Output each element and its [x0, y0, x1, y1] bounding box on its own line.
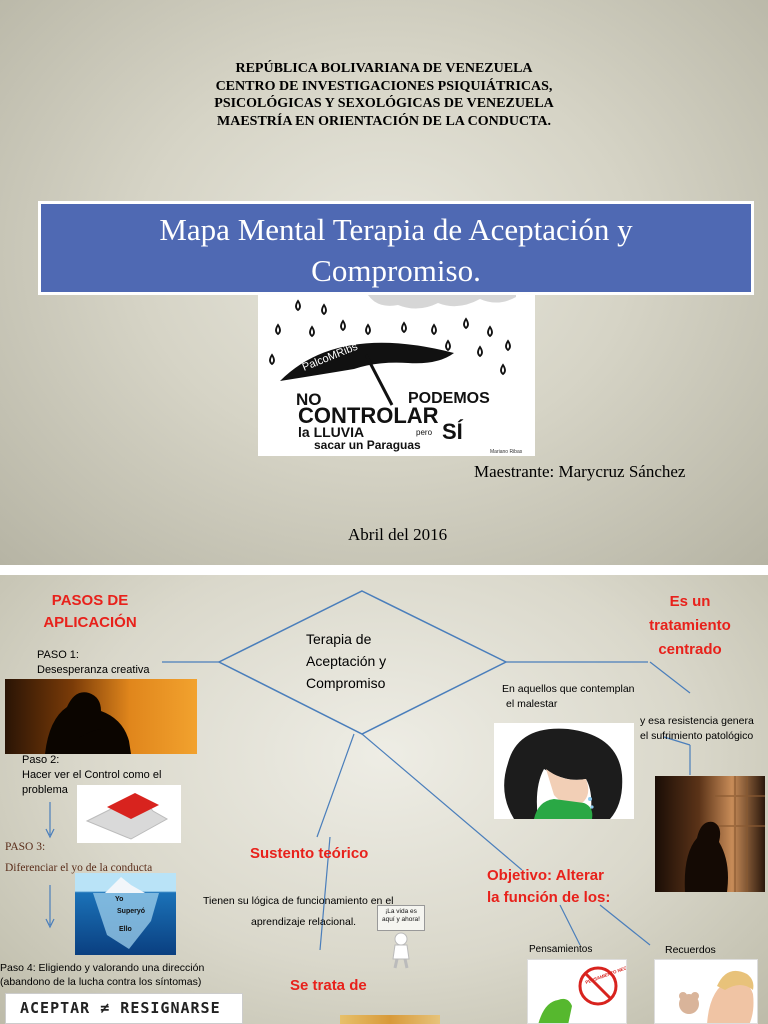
centrado-heading-line: tratamiento: [649, 617, 731, 634]
objetivo-line: Objetivo: Alterar: [487, 867, 604, 884]
centrado-heading-line: Es un: [669, 593, 711, 610]
paso-2-desc: Hacer ver el Control como el: [22, 769, 162, 781]
despair-image: [5, 679, 197, 754]
paso-4-text: Paso 4: Eligiendo y valorando una direcc…: [0, 961, 204, 989]
paso-4-desc: (abandono de la lucha contra los síntoma…: [0, 976, 202, 988]
logica-line: aprendizaje relacional.: [251, 916, 357, 928]
paso-3-text: PASO 3: Diferenciar el yo de la conducta: [5, 837, 152, 879]
header-line: CENTRO DE INVESTIGACIONES PSIQUIÁTRICAS,: [215, 78, 553, 94]
author-line: Maestrante: Marycruz Sánchez: [474, 462, 686, 481]
se-trata-image: [340, 1015, 440, 1024]
pasos-heading: PASOS DE APLICACIÓN: [30, 590, 150, 634]
objetivo-line: la función de los:: [487, 889, 611, 906]
iceberg-label: Superyó: [117, 908, 145, 915]
iceberg-label: Yo: [115, 896, 123, 903]
central-node: Terapia de Aceptación y Compromiso: [306, 628, 436, 694]
header-line: MAESTRÍA EN ORIENTACIÓN DE LA CONDUCTA.: [217, 113, 551, 129]
centrado-heading: Es un tratamiento centrado: [618, 590, 762, 662]
se-trata-heading: Se trata de: [290, 977, 367, 994]
iceberg-label: Ello: [119, 926, 132, 933]
central-node-line: Terapia de: [306, 631, 372, 647]
title-line: Mapa Mental Terapia de Aceptación y: [159, 212, 633, 247]
logica-text: Tienen su lógica de funcionamiento en el…: [203, 891, 394, 933]
sad-person-image: [655, 776, 765, 892]
title-slide: REPÚBLICA BOLIVARIANA DE VENEZUELA CENTR…: [0, 0, 768, 565]
quote-word: la LLUVIA: [298, 424, 364, 440]
paso-1-desc: Desesperanza creativa: [37, 664, 150, 676]
centrado-heading-line: centrado: [658, 641, 722, 658]
sustento-heading: Sustento teórico: [250, 845, 369, 862]
pensamiento-negativo-image: PENSAMIENTO NEGATIVO: [527, 959, 627, 1024]
paso-2-text: Paso 2: Hacer ver el Control como el pro…: [22, 753, 161, 798]
recuerdos-label: Recuerdos: [665, 944, 716, 956]
sign-holder-image: ¡La vida es aquí y ahora!: [375, 905, 427, 969]
paso-2-label: Paso 2:: [22, 754, 60, 766]
aquellos-text: En aquellos que contemplan el malestar: [502, 682, 635, 712]
aceptar-banner: ACEPTAR ≠ RESIGNARSE: [5, 993, 243, 1024]
recuerdos-image: [654, 959, 758, 1024]
umbrella-illustration: PalcoMRibs NO PODEMOS CONTROLAR la LLUVI…: [269, 295, 523, 455]
pasos-heading-line: PASOS DE: [51, 592, 129, 609]
quote-word: sacar un Paraguas: [314, 438, 421, 452]
quote-word: PODEMOS: [408, 390, 490, 407]
quote-word: pero: [416, 428, 433, 437]
mind-map-slide: Terapia de Aceptación y Compromiso PASOS…: [0, 575, 768, 1024]
quote-word: SÍ: [442, 419, 464, 444]
quote-word: CONTROLAR: [298, 403, 439, 428]
objetivo-heading: Objetivo: Alterar la función de los:: [487, 865, 637, 909]
slide-title: Mapa Mental Terapia de Aceptación y Comp…: [38, 201, 754, 295]
puzzle-image: [77, 785, 181, 843]
date-line: Abril del 2016: [348, 525, 448, 544]
pensamientos-label: Pensamientos: [529, 944, 593, 955]
central-node-line: Compromiso: [306, 675, 386, 691]
resistencia-text: y esa resistencia genera el sufrimiento …: [640, 714, 754, 744]
iceberg-image: Yo Superyó Ello: [75, 873, 176, 955]
connector-lines: [45, 590, 691, 951]
aquellos-line: En aquellos que contemplan: [502, 683, 635, 695]
resistencia-line: y esa resistencia genera: [640, 715, 754, 727]
paso-3-label: PASO 3:: [5, 841, 46, 853]
central-node-line: Aceptación y: [306, 653, 387, 669]
paso-1-text: PASO 1: Desesperanza creativa: [37, 648, 150, 678]
quote-word: NO: [296, 390, 322, 409]
resistencia-line: el sufrimiento patológico: [640, 730, 754, 742]
umbrella-quote-image: PalcoMRibs NO PODEMOS CONTROLAR la LLUVI…: [258, 295, 535, 456]
title-line: Compromiso.: [311, 253, 481, 288]
signature-text: Mariano Ribas: [490, 449, 523, 455]
paso-3-desc: Diferenciar el yo de la conducta: [5, 862, 153, 874]
aquellos-line: el malestar: [506, 698, 558, 710]
pasos-heading-line: APLICACIÓN: [43, 614, 137, 631]
sign-text: ¡La vida es aquí y ahora!: [377, 905, 425, 931]
logica-line: Tienen su lógica de funcionamiento en el: [203, 895, 394, 907]
paso-2-desc: problema: [22, 784, 68, 796]
crying-woman-image: [494, 723, 634, 819]
institution-header: REPÚBLICA BOLIVARIANA DE VENEZUELA CENTR…: [0, 60, 768, 130]
header-line: PSICOLÓGICAS Y SEXOLÓGICAS DE VENEZUELA: [214, 96, 554, 111]
paso-1-label: PASO 1:: [37, 649, 79, 661]
header-line: REPÚBLICA BOLIVARIANA DE VENEZUELA: [235, 61, 533, 76]
paso-4-label: Paso 4: Eligiendo y valorando una direcc…: [0, 962, 205, 974]
